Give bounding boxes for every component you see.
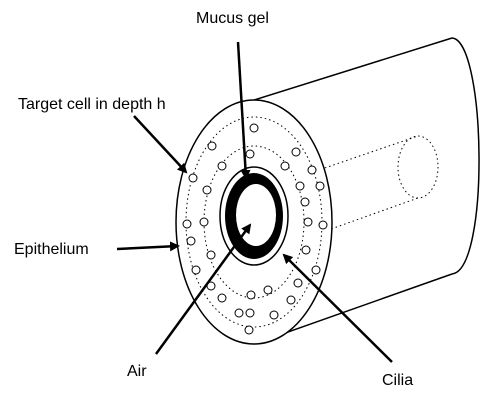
lumen-tube-far-end — [398, 136, 438, 198]
target-cell — [207, 251, 215, 259]
target-cell — [246, 309, 254, 317]
target-cell — [245, 326, 253, 334]
target-cell — [189, 174, 197, 182]
target-cell — [287, 296, 295, 304]
target-cell — [304, 218, 312, 226]
epithelium-label: Epithelium — [14, 241, 89, 258]
target-cell — [208, 142, 216, 150]
target-cell — [294, 279, 302, 287]
target-cell-arrow — [134, 116, 186, 172]
target-cell — [308, 166, 316, 174]
target-cell — [292, 148, 300, 156]
target-cell — [218, 162, 226, 170]
target-cell — [192, 266, 200, 274]
cilia-label: Cilia — [382, 372, 413, 389]
target-cell — [250, 124, 258, 132]
target-cell — [316, 182, 324, 190]
mucus-gel-label: Mucus gel — [196, 10, 269, 27]
target-cell — [301, 198, 309, 206]
target-cell — [264, 286, 272, 294]
target-cell — [281, 162, 289, 170]
target-cell — [302, 246, 310, 254]
target-cell — [270, 311, 278, 319]
target-cell — [183, 220, 191, 228]
cylinder-far-end — [452, 38, 479, 274]
target-cell — [312, 266, 320, 274]
epithelium-arrow — [117, 246, 178, 249]
target-cell — [319, 221, 327, 229]
target-cell-label: Target cell in depth h — [18, 96, 166, 113]
target-cell — [187, 237, 195, 245]
target-cell — [246, 150, 254, 158]
target-cell — [218, 294, 226, 302]
air-label: Air — [127, 363, 147, 380]
target-cell — [247, 291, 255, 299]
target-cell — [235, 309, 243, 317]
target-cell — [203, 186, 211, 194]
target-cell — [200, 218, 208, 226]
target-cell — [296, 182, 304, 190]
cylinder-top-edge — [254, 38, 452, 100]
